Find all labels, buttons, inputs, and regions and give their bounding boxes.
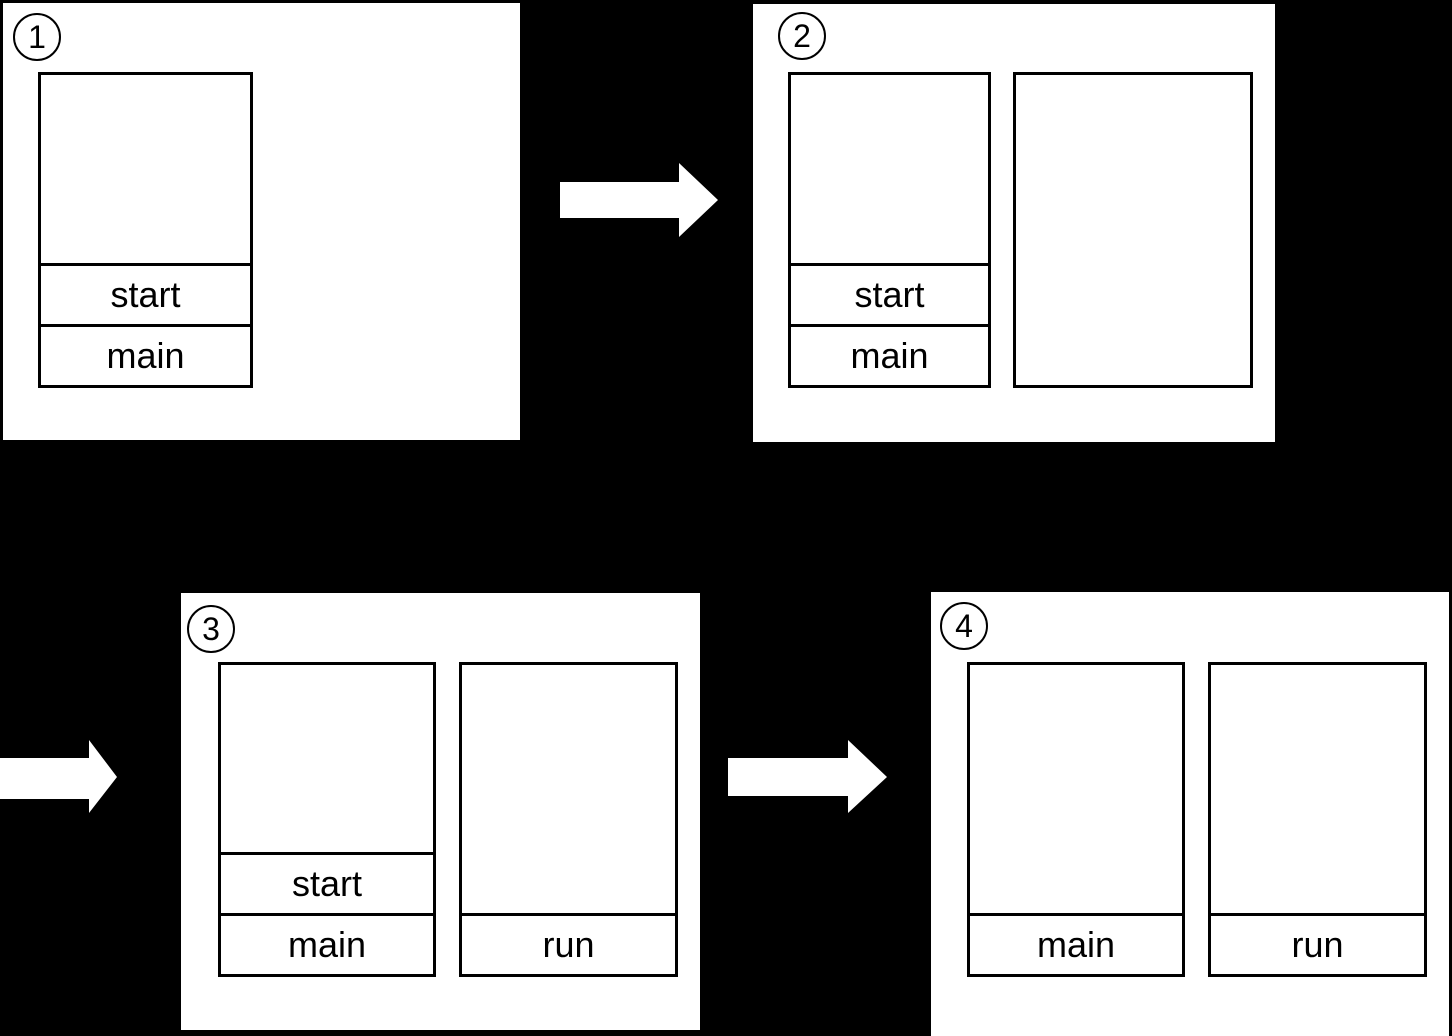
stack-empty-area — [462, 665, 675, 913]
step-number: 2 — [793, 18, 811, 54]
stack-frame-main: main — [41, 324, 250, 385]
stack-frame-start: start — [791, 263, 988, 324]
stack-frame-run: run — [1211, 913, 1424, 974]
frame-label: start — [291, 863, 362, 904]
frame-label: main — [106, 335, 185, 376]
step-panel-4: 4 main run — [931, 592, 1449, 1036]
stack-empty-area — [970, 665, 1182, 913]
step-panel-3: 3 start main run — [181, 593, 700, 1030]
call-stack-main-thread: start main — [788, 72, 991, 388]
step-number-badge: 3 — [187, 605, 235, 653]
stack-frame-main: main — [221, 913, 433, 974]
step-number: 1 — [28, 19, 46, 55]
stack-empty-area — [41, 75, 250, 263]
frame-label: run — [1291, 924, 1344, 965]
step-number-badge: 2 — [778, 12, 826, 60]
step-number: 3 — [202, 611, 220, 647]
step-number: 4 — [955, 608, 973, 644]
call-stack-new-thread-empty — [1013, 72, 1253, 388]
frame-label: main — [1036, 924, 1116, 965]
arrow-right-icon — [560, 163, 718, 237]
arrow-right-icon — [728, 740, 887, 813]
call-stack-new-thread: run — [459, 662, 678, 977]
stack-empty-area — [791, 75, 988, 263]
step-panel-2: 2 start main — [753, 4, 1275, 442]
stack-frame-main: main — [791, 324, 988, 385]
frame-label: run — [542, 924, 595, 965]
frame-label: main — [287, 924, 367, 965]
stack-empty-area — [1211, 665, 1424, 913]
call-stack-main-thread: start main — [218, 662, 436, 977]
stack-frame-start: start — [221, 852, 433, 913]
frame-label: start — [854, 274, 925, 315]
frame-label: start — [110, 274, 181, 315]
stack-frame-start: start — [41, 263, 250, 324]
stack-frame-main: main — [970, 913, 1182, 974]
call-stack-main-thread: start main — [38, 72, 253, 388]
step-panel-1: 1 start main — [3, 3, 520, 440]
stack-frame-run: run — [462, 913, 675, 974]
stack-empty-area — [1016, 75, 1250, 385]
arrow-right-icon — [0, 740, 117, 813]
step-number-badge: 1 — [13, 13, 61, 61]
step-number-badge: 4 — [940, 602, 988, 650]
frame-label: main — [850, 335, 929, 376]
call-stack-new-thread: run — [1208, 662, 1427, 977]
stack-empty-area — [221, 665, 433, 852]
call-stack-main-thread: main — [967, 662, 1185, 977]
